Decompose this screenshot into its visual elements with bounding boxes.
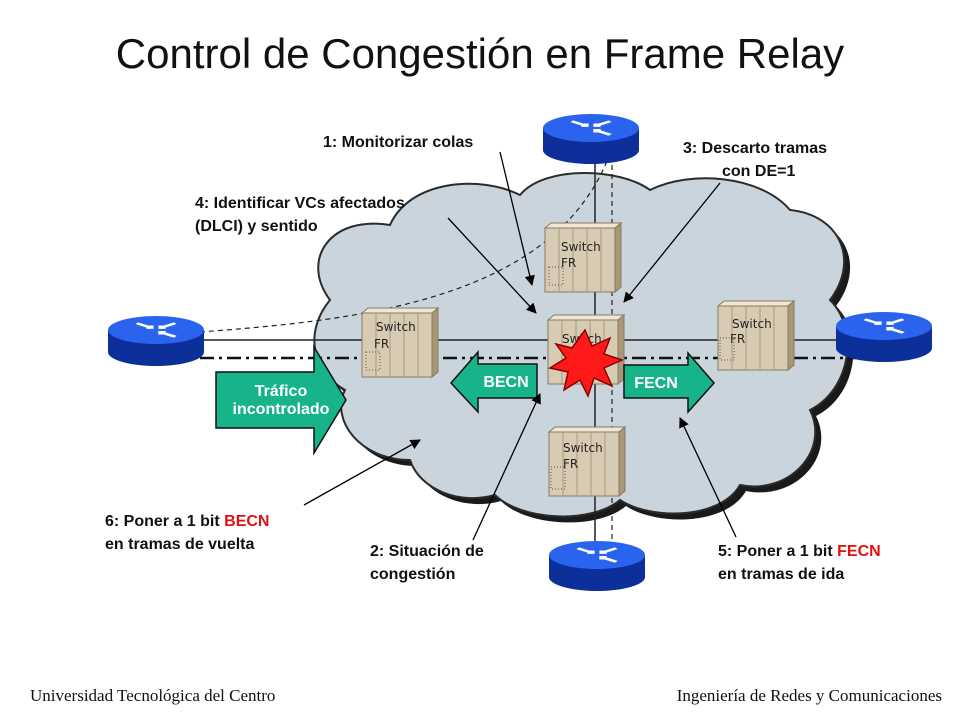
router-right-icon bbox=[836, 312, 932, 362]
step-6-label-line2: en tramas de vuelta bbox=[105, 536, 255, 553]
congestion-burst-icon bbox=[548, 328, 625, 398]
step-5-fecn-highlight: FECN bbox=[837, 543, 881, 560]
becn-label: BECN bbox=[483, 374, 528, 391]
step-6-becn-highlight: BECN bbox=[224, 513, 269, 530]
switch-label-line1: Switch bbox=[376, 320, 416, 334]
traffic-label-line1: Tráfico bbox=[255, 383, 308, 400]
switch-fr-bottom: Switch FR bbox=[547, 425, 627, 498]
step-3-label-line2: con DE=1 bbox=[722, 163, 795, 180]
step-4-label-line1: 4: Identificar VCs afectados bbox=[195, 195, 405, 212]
step-4-label-line2: (DLCI) y sentido bbox=[195, 218, 318, 235]
switch-fr-left: Switch FR bbox=[360, 306, 440, 379]
step-5-label-line2: en tramas de ida bbox=[718, 566, 844, 583]
slide-title: Control de Congestión en Frame Relay bbox=[115, 30, 845, 77]
switch-label-line2: FR bbox=[374, 337, 389, 351]
switch-label-line1: Switch bbox=[563, 441, 603, 455]
switch-label-line2: FR bbox=[730, 332, 745, 346]
step-5-prefix: 5: Poner a 1 bit bbox=[718, 543, 837, 560]
step-2-label-line1: 2: Situación de bbox=[370, 543, 484, 560]
step-6-label-line1: 6: Poner a 1 bit BECN bbox=[105, 513, 269, 530]
fecn-label: FECN bbox=[634, 375, 678, 392]
traffic-label-line2: incontrolado bbox=[233, 401, 330, 418]
callout-arrows bbox=[303, 151, 737, 541]
switch-fr-top: Switch FR bbox=[543, 221, 623, 294]
switch-label-line1: Switch bbox=[732, 317, 772, 331]
switch-fr-right: Switch FR bbox=[716, 299, 796, 372]
router-left-icon bbox=[108, 316, 204, 366]
switch-label-line2: FR bbox=[563, 457, 578, 471]
switch-label-line2: FR bbox=[561, 256, 576, 270]
becn-arrow: BECN bbox=[449, 349, 538, 414]
step-3-label-line1: 3: Descarto tramas bbox=[683, 140, 827, 157]
router-bottom-icon bbox=[549, 541, 645, 591]
uncontrolled-traffic-arrow: Tráfico incontrolado bbox=[215, 344, 347, 456]
switch-label-line1: Switch bbox=[561, 240, 601, 254]
step-1-label: 1: Monitorizar colas bbox=[323, 134, 473, 151]
fecn-arrow: FECN bbox=[623, 350, 715, 414]
footer-right: Ingeniería de Redes y Comunicaciones bbox=[676, 686, 942, 705]
router-top-icon bbox=[543, 114, 639, 164]
step-2-label-line2: congestión bbox=[370, 566, 455, 583]
step-5-label-line1: 5: Poner a 1 bit FECN bbox=[718, 543, 881, 560]
footer-left: Universidad Tecnológica del Centro bbox=[30, 686, 276, 705]
step-6-prefix: 6: Poner a 1 bit bbox=[105, 513, 224, 530]
